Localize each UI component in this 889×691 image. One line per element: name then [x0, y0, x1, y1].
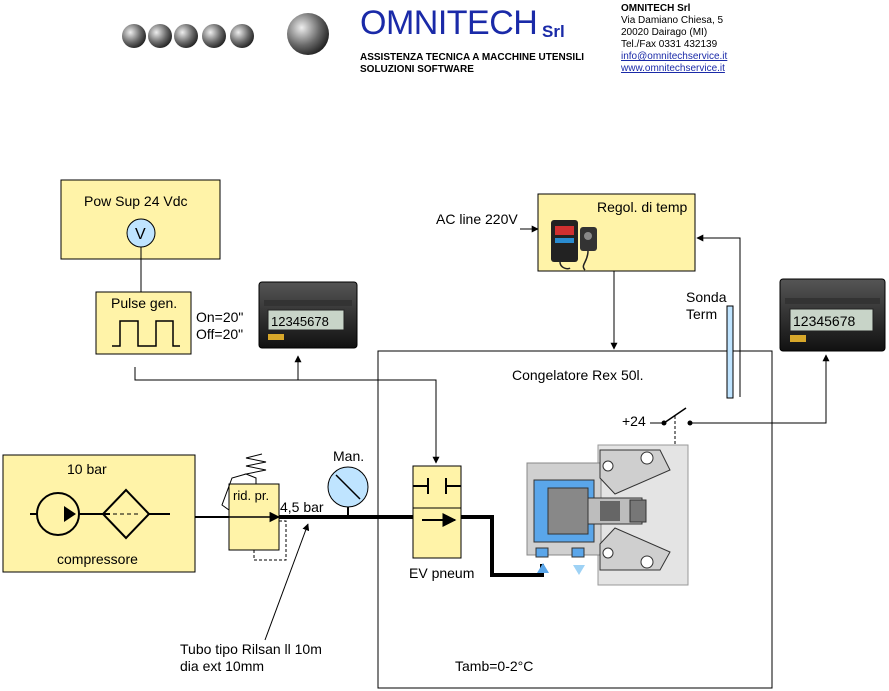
- compressor-pump-icon: [30, 488, 170, 540]
- probe-label-1: Sonda: [686, 289, 727, 305]
- tube-leader-line: [264, 523, 310, 641]
- logo-ball-2: [148, 24, 172, 48]
- valve-bottom-box: [412, 507, 462, 559]
- pulse-gen-label: Pulse gen.: [111, 295, 177, 311]
- reduced-pressure-label: 4,5 bar: [280, 499, 324, 515]
- power-supply-label: Pow Sup 24 Vdc: [84, 193, 188, 209]
- company-name: OMNITECH: [360, 4, 538, 42]
- tagline-2: SOLUZIONI SOFTWARE: [360, 64, 474, 75]
- freezer-box: [377, 350, 773, 689]
- gauge-needle: [335, 474, 361, 500]
- switch-to-counter-wire: [692, 354, 830, 424]
- temp-regulator-label: Regol. di temp: [597, 199, 687, 215]
- gauge-label: Man.: [333, 448, 364, 464]
- tube-label-2: dia ext 10mm: [180, 658, 264, 674]
- valve-closed-symbol: [413, 478, 461, 494]
- reducer-spring-icon: [244, 453, 267, 484]
- compressor-label: compressore: [57, 551, 138, 567]
- logo-ball-3: [174, 24, 198, 48]
- voltmeter-symbol: V: [135, 226, 146, 243]
- pulse-to-valve-wire: [134, 367, 440, 464]
- address-name: OMNITECH Srl: [621, 3, 691, 14]
- ambient-temp-label: Tamb=0-2°C: [455, 658, 533, 674]
- tagline-1: ASSISTENZA TECNICA A MACCHINE UTENSILI: [360, 52, 585, 63]
- switch-contact-right: [687, 420, 693, 426]
- pneumatic-gripper-icon: [526, 444, 689, 586]
- on-time-label: On=20": [196, 309, 243, 325]
- logo-balls: [122, 13, 329, 55]
- address-street: Via Damiano Chiesa, 5: [621, 15, 724, 26]
- email-link[interactable]: info@omnitechservice.it: [621, 51, 728, 62]
- valve-label: EV pneum: [409, 565, 474, 581]
- compressor-pressure-label: 10 bar: [67, 461, 107, 477]
- reducer-label: rid. pr.: [233, 488, 269, 503]
- pulse-waveform-icon: [112, 320, 180, 347]
- plus24-label: +24: [622, 413, 646, 429]
- switch-lever: [663, 407, 687, 424]
- temp-probe: [726, 305, 734, 399]
- probe-feedback-wire: [696, 234, 741, 397]
- address-phone: Tel./Fax 0331 432139: [621, 39, 718, 50]
- website-link[interactable]: www.omnitechservice.it: [621, 63, 725, 74]
- logo-ball-big: [287, 13, 329, 55]
- reducer-feedback-dashed: [253, 520, 287, 561]
- tube-label-1: Tubo tipo Rilsan ll 10m: [180, 641, 322, 657]
- logo-ball-4: [202, 24, 226, 48]
- reducer-pilot-line: [221, 473, 247, 511]
- counter-display-right: 12345678: [779, 278, 886, 352]
- logo-ball-1: [122, 24, 146, 48]
- address-city: 20020 Dairago (MI): [621, 27, 708, 38]
- off-time-label: Off=20": [196, 326, 243, 342]
- thermostat-device-icon: [551, 220, 597, 271]
- counter-left-digits: 12345678: [271, 314, 329, 329]
- logo-ball-5: [230, 24, 254, 48]
- company-suffix: Srl: [542, 22, 565, 41]
- pulse-gen-box: [95, 291, 192, 355]
- freezer-label: Congelatore Rex 50l.: [512, 367, 644, 383]
- ac-line-label: AC line 220V: [436, 211, 518, 227]
- counter-display-left: 12345678: [258, 281, 358, 349]
- counter-right-digits: 12345678: [793, 313, 856, 329]
- probe-label-2: Term: [686, 306, 717, 322]
